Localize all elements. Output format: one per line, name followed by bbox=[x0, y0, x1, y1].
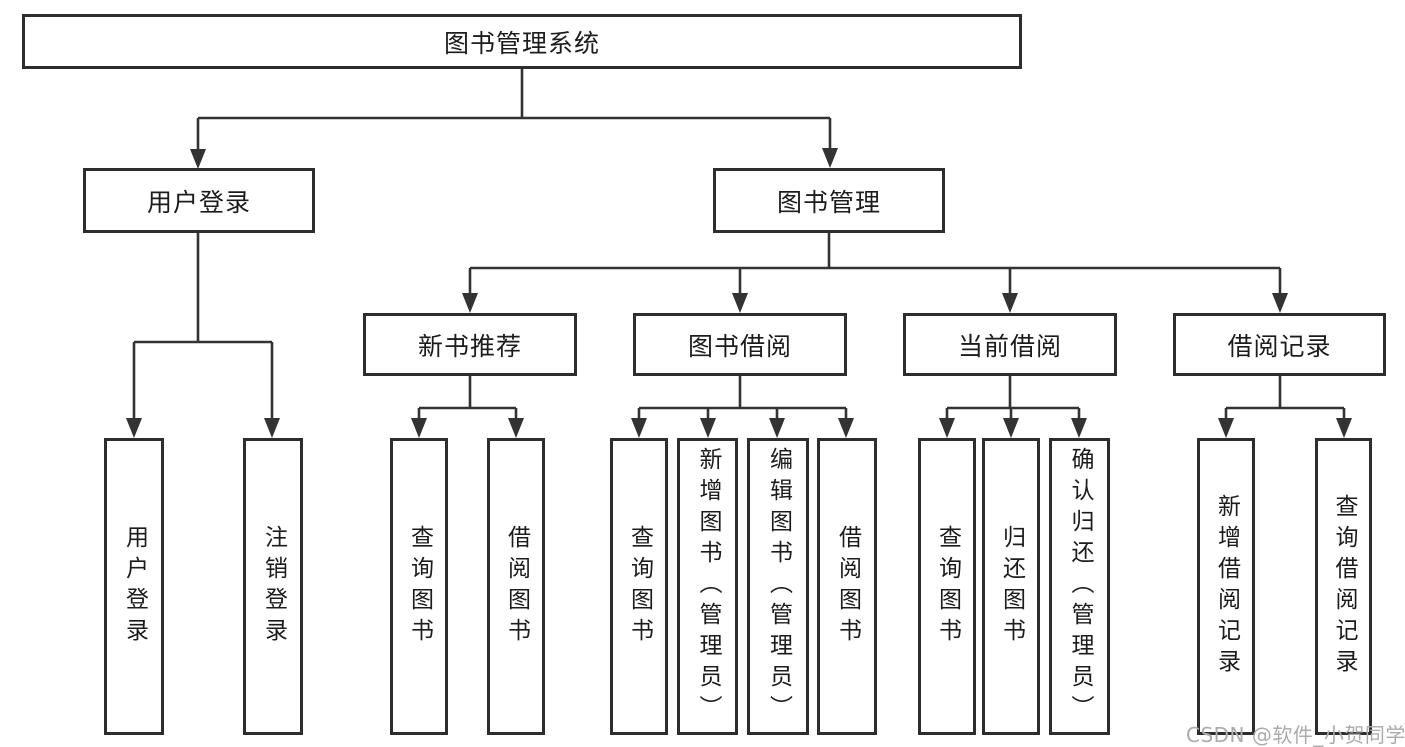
leaf-query-books-recommend: 查询图书 bbox=[390, 438, 448, 735]
node-library-management-system: 图书管理系统 bbox=[22, 14, 1022, 69]
node-book-borrowing: 图书借阅 bbox=[633, 313, 847, 376]
leaf-return-book: 归还图书 bbox=[982, 438, 1040, 735]
arrowhead-icons bbox=[126, 148, 1352, 438]
leaf-query-borrow-record: 查询借阅记录 bbox=[1315, 438, 1372, 735]
csdn-watermark: CSDN @软件_小贺同学 bbox=[1186, 723, 1405, 747]
node-book-management: 图书管理 bbox=[713, 168, 945, 233]
node-current-borrowing: 当前借阅 bbox=[903, 313, 1117, 376]
leaf-borrow-books-recommend: 借阅图书 bbox=[487, 438, 545, 735]
leaf-borrow-books-borrowing: 借阅图书 bbox=[817, 438, 877, 735]
leaf-add-book-admin: 新增图书（管理员） bbox=[677, 438, 738, 735]
leaf-logout: 注销登录 bbox=[243, 438, 303, 735]
leaf-edit-book-admin: 编辑图书（管理员） bbox=[747, 438, 809, 735]
node-new-book-recommendation: 新书推荐 bbox=[363, 313, 577, 376]
leaf-query-books-borrowing: 查询图书 bbox=[610, 438, 668, 735]
leaf-confirm-return-admin: 确认归还（管理员） bbox=[1049, 438, 1110, 735]
connector-lines bbox=[132, 69, 1346, 421]
leaf-add-borrow-record: 新增借阅记录 bbox=[1197, 438, 1255, 735]
leaf-query-books-current: 查询图书 bbox=[918, 438, 976, 735]
leaf-user-login: 用户登录 bbox=[104, 438, 164, 735]
node-borrowing-records: 借阅记录 bbox=[1173, 313, 1386, 376]
node-user-login: 用户登录 bbox=[83, 168, 315, 233]
